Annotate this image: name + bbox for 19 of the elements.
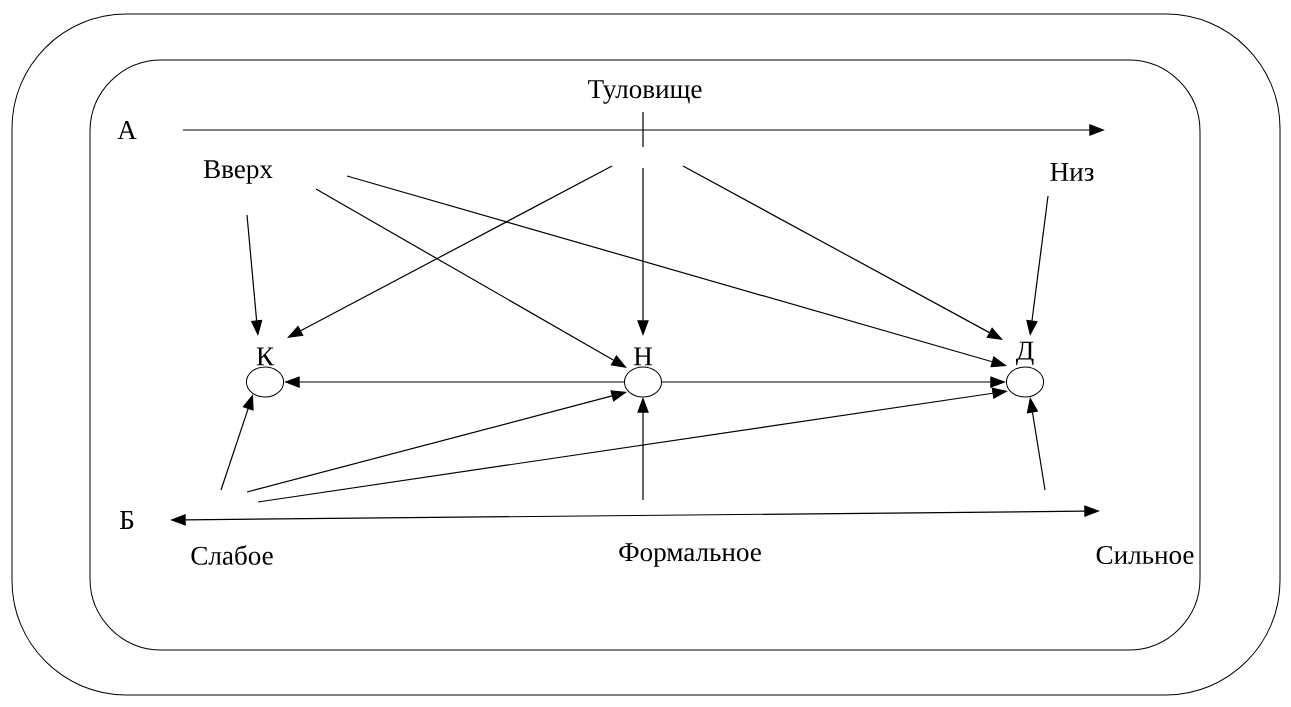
node-label: Н: [634, 347, 653, 366]
node-label: Д: [1015, 341, 1034, 366]
term-label: Низ: [1050, 163, 1094, 181]
outer-frame: [11, 13, 1281, 696]
term-label: Туловище: [588, 80, 702, 104]
circle-node: Д: [1005, 341, 1045, 398]
axis-letter: А: [117, 121, 137, 139]
term-label: Формальное: [619, 543, 761, 567]
arrow: [315, 188, 627, 368]
term-label: Слабое: [191, 545, 273, 565]
arrow: [682, 165, 1003, 340]
term-label: Сильное: [1096, 545, 1194, 565]
inner-frame: [89, 59, 1201, 651]
circle-node: К: [245, 347, 285, 398]
arrow: [287, 165, 613, 338]
axis-letter: Б: [120, 511, 134, 529]
term-label: Вверх: [203, 160, 273, 184]
circle-node: Н: [623, 347, 663, 398]
node-label: К: [256, 347, 275, 366]
